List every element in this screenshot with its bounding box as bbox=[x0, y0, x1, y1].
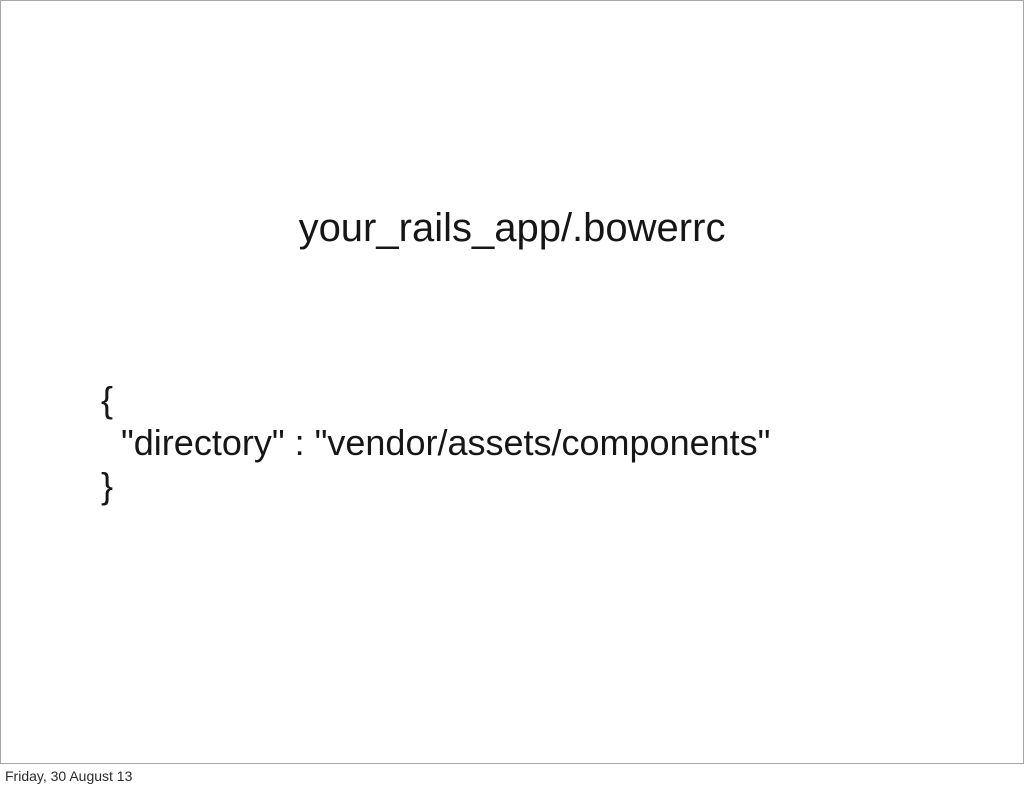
code-line-open-brace: { bbox=[101, 379, 114, 420]
code-line-directory: "directory" : "vendor/assets/components" bbox=[101, 422, 771, 463]
slide-title: your_rails_app/.bowerrc bbox=[298, 206, 726, 250]
slide-canvas: your_rails_app/.bowerrc { "directory" : … bbox=[0, 0, 1024, 764]
code-line-close-brace: } bbox=[101, 465, 114, 506]
slide-date-footer: Friday, 30 August 13 bbox=[5, 768, 133, 784]
code-block: { "directory" : "vendor/assets/component… bbox=[101, 378, 770, 507]
